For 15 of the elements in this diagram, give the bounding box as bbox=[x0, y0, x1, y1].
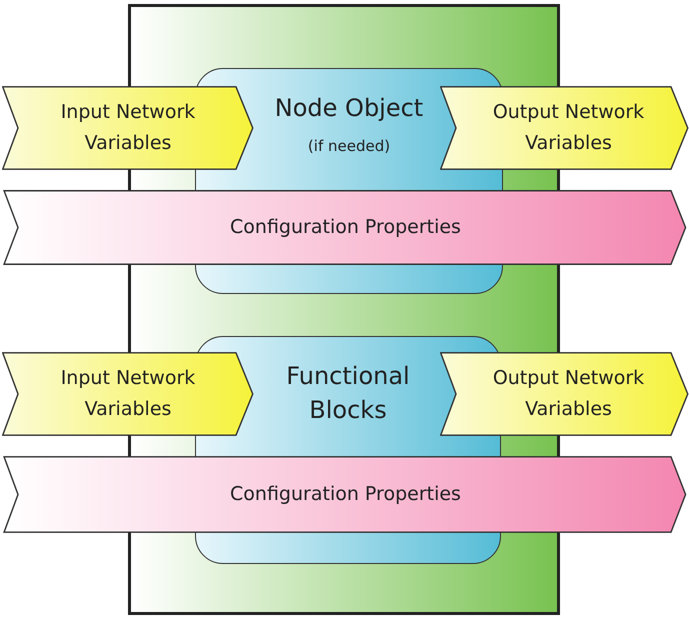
chevron-label: Input Network Variables bbox=[60, 100, 196, 156]
box-subtitle: (if needed) bbox=[306, 136, 392, 157]
chevron-label: Configuration Properties bbox=[230, 215, 461, 240]
chevron-label: Output Network Variables bbox=[492, 366, 646, 422]
chevron-banner bbox=[2, 352, 254, 436]
chevron-label: Output Network Variables bbox=[492, 100, 646, 156]
chevron-banner bbox=[440, 352, 689, 436]
chevron-label: Configuration Properties bbox=[230, 482, 461, 507]
chevron-banner bbox=[2, 456, 689, 533]
box-title: Functional Blocks bbox=[285, 361, 411, 426]
chevron-banner bbox=[440, 86, 689, 170]
chevron-banner bbox=[2, 86, 254, 170]
chevron-banner bbox=[2, 190, 689, 265]
chevron-label: Input Network Variables bbox=[60, 366, 196, 422]
box-title: Node Object bbox=[274, 93, 424, 124]
